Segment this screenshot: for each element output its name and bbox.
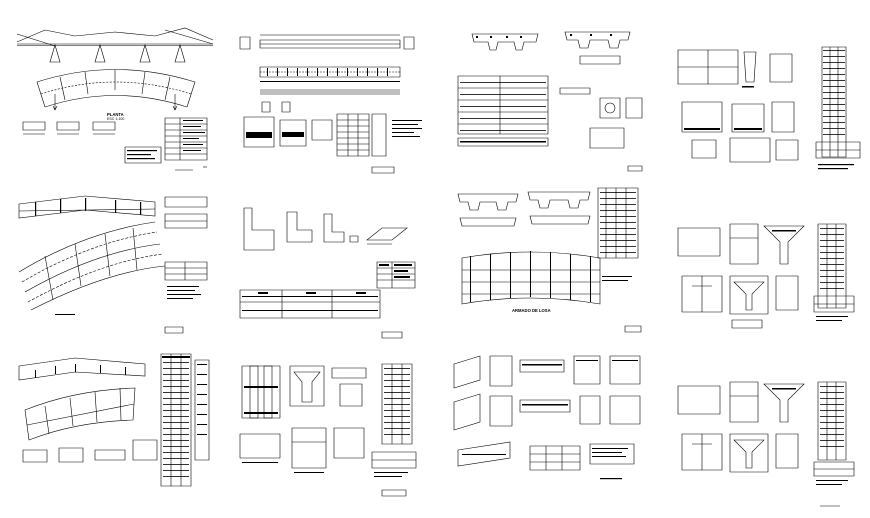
sheet-4-abutment-schedule	[672, 42, 867, 170]
sheet-1-bridge-elevation-plan: PLANTA ESC 1:100	[15, 22, 215, 177]
sheet-12-pier-cap-details	[672, 378, 867, 510]
sheet-10-pier-frames	[232, 358, 432, 503]
label-plan: PLANTA	[107, 112, 124, 117]
sheet-5-curved-deck-plan	[15, 192, 215, 342]
sheet-6-stepped-section	[232, 200, 432, 345]
sheet-7-slab-reinforcement: ARMADO DE LOSA	[450, 186, 650, 336]
sheet-11-bearing-details	[450, 350, 650, 480]
sheet-8-pier-cap-details	[672, 220, 867, 360]
sheet-3-deck-sections	[450, 28, 650, 178]
label-plan-scale: ESC 1:100	[107, 117, 124, 121]
sheet-9-plan-and-schedule	[15, 350, 215, 505]
label-slab-reinforcement: ARMADO DE LOSA	[512, 308, 551, 313]
sheet-2-girder-details	[232, 32, 422, 177]
